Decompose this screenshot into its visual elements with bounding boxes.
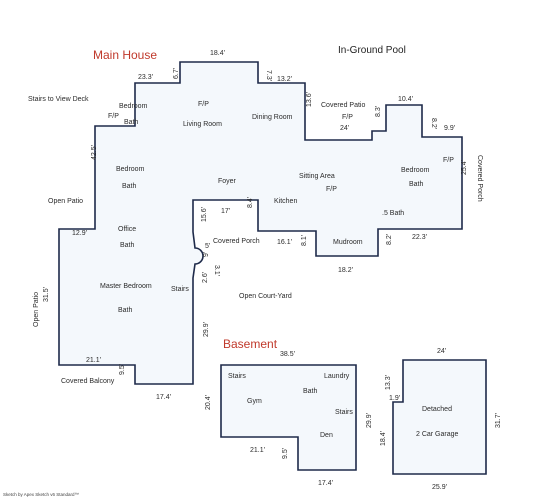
basement-label-stairs-2: Stairs (335, 409, 353, 416)
label-bedroom-right: Bedroom (401, 167, 430, 174)
dim-top: 18.4' (210, 50, 225, 57)
dim-mud-bottom: 18.2' (338, 267, 353, 274)
label-open-patio-top: Open Patio (48, 198, 83, 205)
basement-dim-top: 38.5' (280, 351, 295, 358)
label-dining-room: Dining Room (252, 114, 293, 121)
dim-foyer-notch: 17' (221, 208, 230, 215)
basement-label-bath: Bath (303, 388, 318, 395)
dim-porch-d: 2.6' (202, 272, 209, 283)
pool-heading: In-Ground Pool (338, 45, 406, 56)
dim-top-mid: 13.2' (277, 76, 292, 83)
dim-left-upper: 42.5' (91, 145, 98, 160)
label-fp-living: F/P (198, 101, 209, 108)
basement-heading: Basement (223, 337, 278, 351)
dim-porch-v: 15.6' (201, 207, 208, 222)
label-master-bedroom: Master Bedroom (100, 283, 152, 290)
dim-right-top: 10.4' (398, 96, 413, 103)
basement-label-gym: Gym (247, 398, 262, 405)
label-fp-sitting: F/P (326, 186, 337, 193)
dim-right-side: 25.4' (461, 160, 468, 175)
label-covered-porch: Covered Porch (213, 238, 260, 245)
sketch-credit: Sketch by Apex Sketch v6 Standard™ (3, 492, 79, 497)
garage-label-detached: Detached (422, 406, 452, 413)
basement-dim-bottom: 17.4' (318, 480, 333, 487)
dim-right-bottom-v: 8.2' (386, 234, 393, 245)
label-sitting-area: Sitting Area (299, 173, 335, 180)
dim-porch-c: 3.1' (213, 265, 220, 276)
garage-dim-right: 31.7' (495, 413, 502, 428)
label-fp-right: F/P (443, 157, 454, 164)
dim-left-top: 23.3' (138, 74, 153, 81)
dim-step-b: 7.3' (265, 70, 272, 81)
label-covered-balcony: Covered Balcony (61, 378, 115, 385)
dim-patio-width: 24' (340, 125, 349, 132)
dim-stairs-v: 29.9' (203, 322, 210, 337)
dim-mud-drop: 8.1' (301, 235, 308, 246)
label-open-court-yard: Open Court-Yard (239, 293, 292, 300)
garage-label-2-car: 2 Car Garage (416, 431, 459, 438)
label-bedroom-top: Bedroom (119, 103, 148, 110)
garage-outline (392, 359, 487, 475)
label-living-room: Living Room (183, 121, 222, 128)
garage-dim-left: 18.4' (380, 431, 387, 446)
label-bath-office: Bath (120, 242, 135, 249)
label-mudroom: Mudroom (333, 239, 363, 246)
basement-label-stairs: Stairs (228, 373, 246, 380)
label-bath-left: Bath (122, 183, 137, 190)
dim-balcony-v: 9.5' (119, 364, 126, 375)
dim-left-lower: 31.5' (43, 287, 50, 302)
label-office: Office (118, 226, 136, 233)
dim-bottom: 17.4' (156, 394, 171, 401)
dim-step-a: 6.7' (173, 68, 180, 79)
label-bath-top: Bath (124, 119, 139, 126)
basement-dim-inner-v: 9.5' (282, 448, 289, 459)
dim-dining-drop: 13.6' (306, 92, 313, 107)
basement-dim-left: 20.4' (205, 395, 212, 410)
dim-kitchen-width: 16.1' (277, 239, 292, 246)
label-fp-left: F/P (108, 113, 119, 120)
garage-dim-bottom: 25.9' (432, 484, 447, 491)
label-stairs-view-deck: Stairs to View Deck (28, 96, 89, 103)
label-foyer: Foyer (218, 178, 237, 185)
dim-balcony-w: 21.1' (86, 357, 101, 364)
dim-right-step-v: 8.2' (430, 118, 437, 129)
label-open-patio-left: Open Patio (33, 292, 40, 327)
label-half-bath: .5 Bath (382, 210, 404, 217)
basement-dim-right: 29.9' (366, 413, 373, 428)
basement-label-laundry: Laundry (324, 373, 350, 380)
dim-office-width: 12.9' (72, 230, 87, 237)
basement-dim-inner-w: 21.1' (250, 447, 265, 454)
label-covered-patio: Covered Patio (321, 102, 365, 109)
label-master-bath: Bath (118, 307, 133, 314)
basement-outline (220, 364, 357, 471)
garage-dim-notch-v: 13.3' (385, 375, 392, 390)
label-covered-porch-right: Covered Porch (476, 155, 483, 202)
dim-patio-drop: 8.3' (375, 106, 382, 117)
label-stairs: Stairs (171, 286, 189, 293)
garage-dim-notch-h: 1.9' (389, 395, 400, 402)
label-fp-patio: F/P (342, 114, 353, 121)
main-house-outline (58, 61, 463, 385)
label-bath-right: Bath (409, 181, 424, 188)
label-kitchen: Kitchen (274, 198, 297, 205)
main-house-heading: Main House (93, 48, 157, 62)
garage-dim-top: 24' (437, 348, 446, 355)
dim-right-bottom: 22.3' (412, 234, 427, 241)
dim-right-step-h: 9.9' (444, 125, 455, 132)
dim-porch-a: 5' (205, 243, 210, 250)
dim-porch-b: 9' (203, 252, 210, 257)
basement-label-den: Den (320, 432, 333, 439)
label-bedroom-left: Bedroom (116, 166, 145, 173)
dim-notch-v: 8.4' (247, 197, 254, 208)
